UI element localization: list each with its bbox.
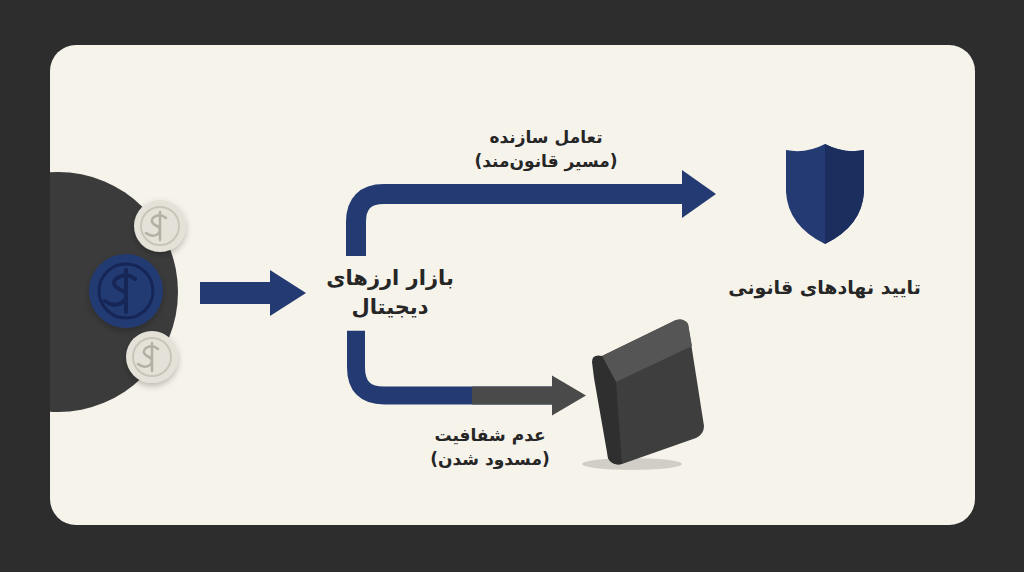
shield-icon: [782, 140, 868, 248]
arrow-head: [552, 376, 586, 416]
market-node: بازار ارزهای دیجیتال: [305, 262, 475, 325]
arrow-shaft: [356, 194, 684, 256]
coin-plate: [50, 172, 178, 412]
node-text: تایید نهادهای قانونی: [722, 274, 927, 301]
shield-body: [786, 144, 864, 244]
coin: [134, 200, 186, 252]
approval-node: تایید نهادهای قانونی: [722, 140, 927, 301]
coin: [89, 254, 163, 328]
edge-label: تعامل سازنده (مسیر قانون‌مند): [461, 126, 631, 174]
barrier-block: [592, 316, 706, 466]
flow-arrow: [356, 331, 586, 416]
arrow-shaft-grey: [472, 387, 554, 405]
flow-arrow: [356, 170, 716, 256]
block-node: عدم شفافیت (مسدود شدن): [592, 316, 706, 466]
arrow-head: [682, 170, 716, 218]
card: [50, 45, 975, 525]
entry-arrow: [200, 270, 306, 316]
node-text: عدم شفافیت (مسدود شدن): [420, 424, 560, 472]
arrow-shaft: [356, 331, 554, 396]
shield-shade: [825, 144, 864, 244]
node-text: بازار ارزهای دیجیتال: [305, 264, 475, 323]
coin: [126, 331, 178, 383]
